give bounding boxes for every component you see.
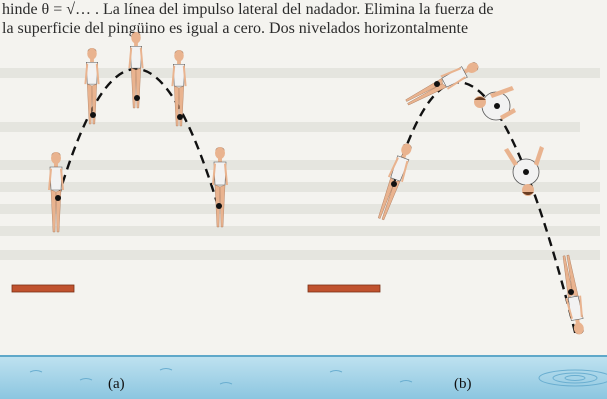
- diver-a-1: [48, 152, 64, 232]
- water-surface: [0, 356, 607, 399]
- diver-a-5: [212, 147, 228, 227]
- panel-label-a: (a): [108, 376, 125, 393]
- diving-board-b: [308, 285, 380, 292]
- diver-b-5: [558, 254, 588, 336]
- center-of-mass-markers-a: [55, 95, 222, 209]
- trajectory-b: [393, 82, 576, 336]
- diver-b-2: [403, 58, 481, 110]
- diving-board-a: [12, 285, 74, 292]
- center-of-mass-markers-b: [391, 81, 574, 295]
- panel-label-b: (b): [454, 376, 472, 393]
